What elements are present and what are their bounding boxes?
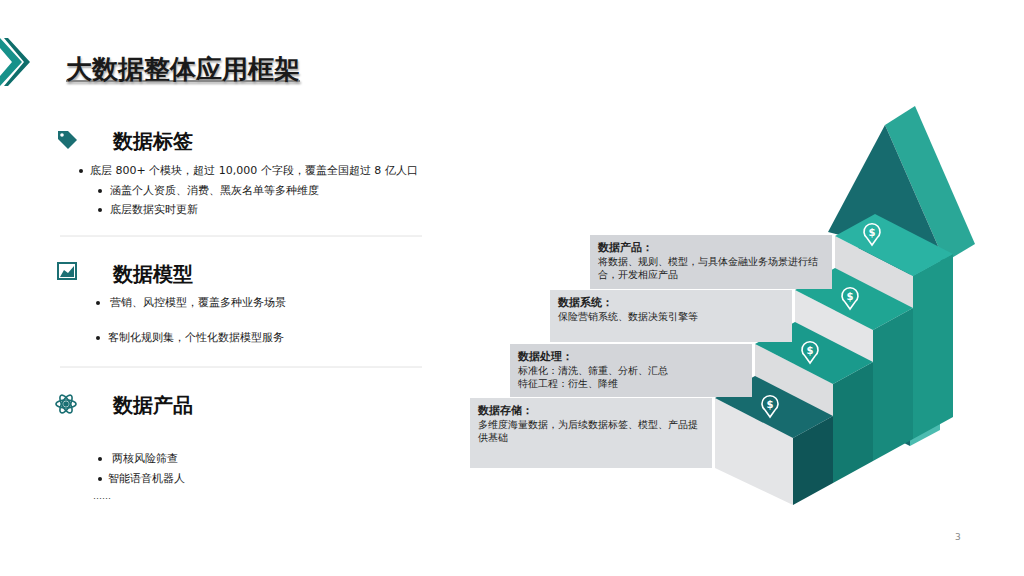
divider-line: [60, 236, 422, 237]
pin-marker: [864, 224, 880, 245]
stage-box: 数据存储：多维度海量数据，为后续数据标签、模型、产品提供基础: [470, 398, 712, 468]
pin-symbol: $: [847, 290, 854, 303]
step-top: [835, 214, 953, 276]
bullet-text: 客制化规则集，个性化数据模型服务: [108, 331, 284, 345]
bullet-text: 营销、风控模型，覆盖多种业务场景: [110, 296, 286, 310]
pin-marker: [842, 288, 858, 309]
stage-box: 数据处理：标准化：清洗、筛重、分析、汇总特征工程：衍生、降维: [510, 344, 752, 397]
stage-body: 标准化：清洗、筛重、分析、汇总: [518, 365, 744, 378]
section-heading: 数据标签: [113, 128, 193, 154]
stage-body: 将数据、规则、模型，与具体金融业务场景进行结合，开发相应产品: [598, 256, 824, 282]
stage-heading: 数据存储：: [478, 404, 704, 419]
section-heading: 数据产品: [113, 392, 193, 418]
pin-marker: [802, 342, 818, 363]
chart-icon: [58, 263, 76, 279]
ellipsis-note: ……: [93, 491, 111, 503]
bullet-dot: [98, 208, 102, 212]
stage-heading: 数据产品：: [598, 241, 824, 256]
stage-heading: 数据处理：: [518, 350, 744, 365]
bullet-text: 底层数据实时更新: [110, 203, 198, 217]
step-side: [873, 308, 913, 461]
atom-icon: [56, 393, 76, 414]
pin-marker: [762, 396, 778, 417]
bullet-dot: [98, 189, 102, 193]
bullet-dot: [98, 457, 102, 461]
stage-body: 保险营销系统、数据决策引擎等: [558, 311, 784, 324]
bullet-text: 智能语音机器人: [108, 472, 185, 486]
bullet-dot: [79, 169, 83, 173]
pin-symbol: $: [767, 398, 774, 411]
divider-line: [60, 367, 422, 368]
stage-box: 数据产品：将数据、规则、模型，与具体金融业务场景进行结合，开发相应产品: [590, 235, 832, 289]
bullet-dot: [98, 477, 102, 481]
stage-box: 数据系统：保险营销系统、数据决策引擎等: [550, 290, 792, 342]
stage-body: 特征工程：衍生、降维: [518, 378, 744, 391]
section-heading: 数据模型: [113, 261, 193, 287]
pin-symbol: $: [807, 344, 814, 357]
page-number: 3: [955, 532, 961, 544]
pin-symbol: $: [869, 226, 876, 239]
bullet-dot: [96, 336, 100, 340]
bullet-text: 底层 800+ 个模块，超过 10,000 个字段，覆盖全国超过 8 亿人口: [90, 164, 418, 178]
tag-icon: [58, 131, 77, 149]
bullet-text: 两核风险筛查: [112, 452, 178, 466]
bullet-dot: [96, 301, 100, 305]
step-side: [913, 254, 953, 439]
bullet-text: 涵盖个人资质、消费、黑灰名单等多种维度: [110, 184, 319, 198]
slide-title: 大数据整体应用框架: [66, 52, 300, 87]
corner-chevron: [4, 38, 30, 86]
stage-heading: 数据系统：: [558, 296, 784, 311]
stage-body: 多维度海量数据，为后续数据标签、模型、产品提供基础: [478, 419, 704, 445]
